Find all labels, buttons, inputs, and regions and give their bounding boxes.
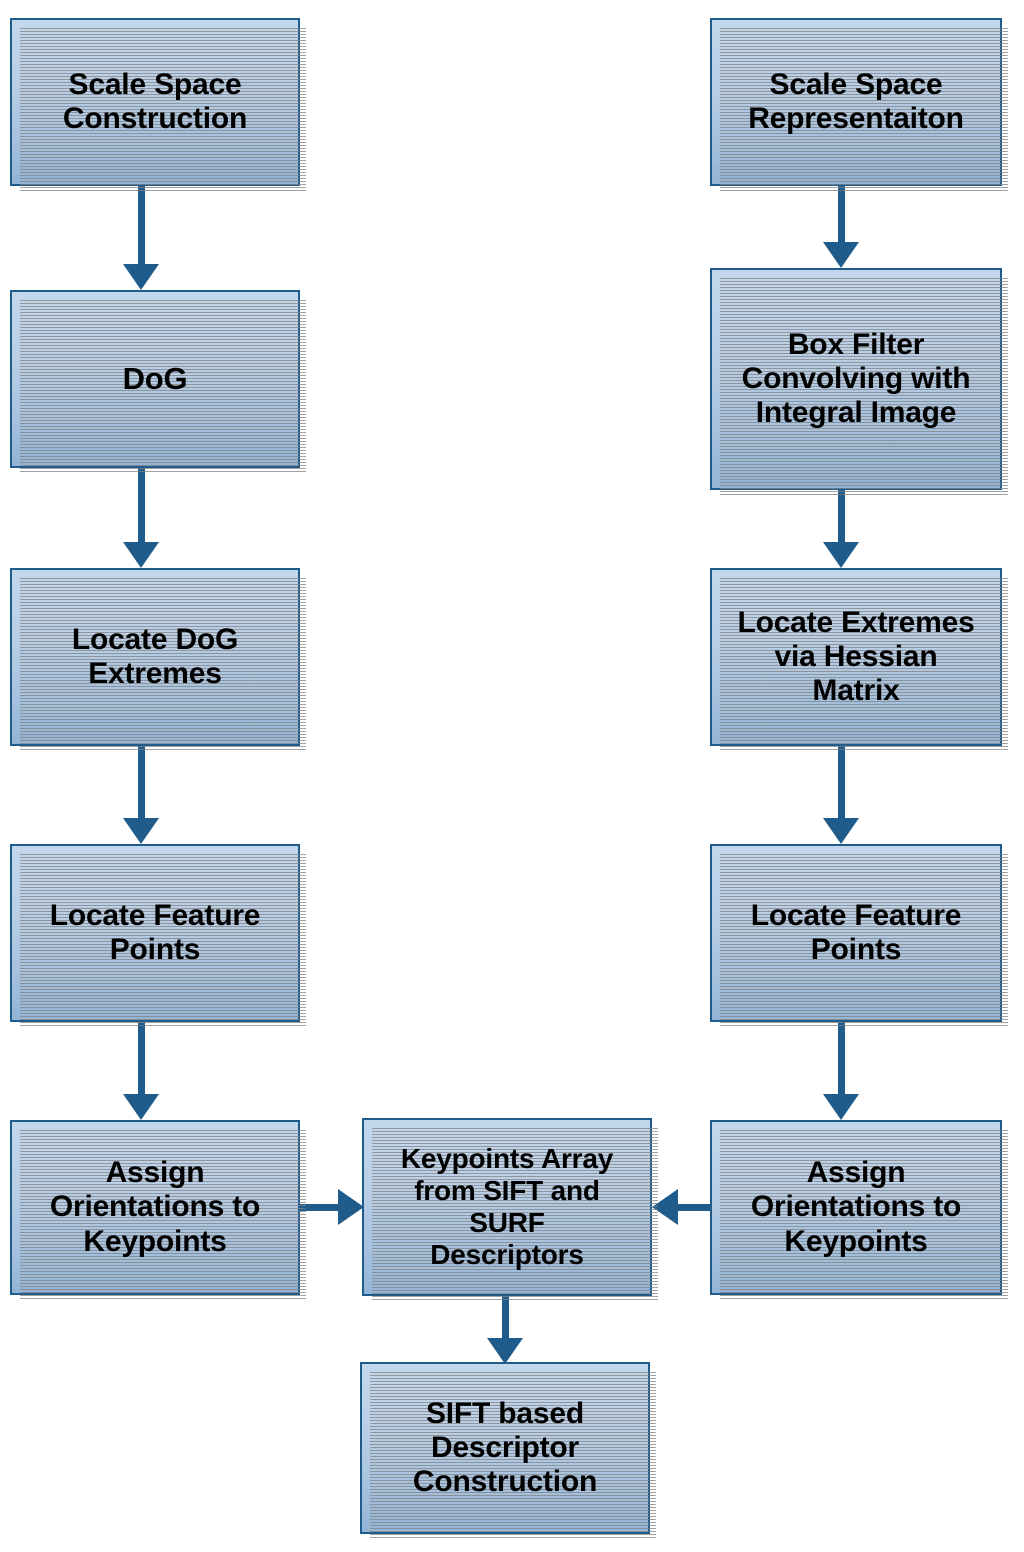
node-sift-locate-feature-points[interactable]: Locate Feature Points	[10, 844, 306, 1028]
arrow-head-down-icon	[123, 542, 159, 568]
arrow-surf-feature-to-assign-orientations	[821, 1022, 861, 1120]
arrow-shaft	[137, 186, 145, 266]
node-sift-assign-orientations[interactable]: Assign Orientations to Keypoints	[10, 1120, 306, 1301]
node-label: Assign Orientations to Keypoints	[750, 1156, 962, 1258]
node-surf-locate-feature-points[interactable]: Locate Feature Points	[710, 844, 1008, 1028]
arrow-shaft	[137, 1022, 145, 1096]
arrow-head-down-icon	[823, 542, 859, 568]
node-surf-assign-orientations[interactable]: Assign Orientations to Keypoints	[710, 1120, 1008, 1301]
arrow-shaft	[137, 468, 145, 544]
node-keypoints-array[interactable]: Keypoints Array from SIFT and SURF Descr…	[362, 1118, 658, 1302]
node-label: Locate Extremes via Hessian Matrix	[737, 605, 975, 708]
node-sift-dog[interactable]: DoG	[10, 290, 306, 474]
node-sift-descriptor-construction[interactable]: SIFT based Descriptor Construction	[360, 1362, 656, 1540]
arrow-scale-space-to-dog	[121, 186, 161, 290]
arrow-shaft	[501, 1296, 509, 1340]
node-label: Locate Feature Points	[49, 898, 261, 966]
arrow-box-filter-to-locate-extremes	[821, 490, 861, 568]
arrow-feature-to-assign-orientations	[121, 1022, 161, 1120]
arrow-keypoints-array-to-descriptor	[485, 1296, 525, 1364]
node-label: Keypoints Array from SIFT and SURF Descr…	[400, 1143, 614, 1270]
arrow-shaft	[137, 746, 145, 820]
arrow-locate-extremes-to-feature	[821, 746, 861, 844]
arrow-head-down-icon	[823, 818, 859, 844]
node-sift-locate-dog-extremes[interactable]: Locate DoG Extremes	[10, 568, 306, 752]
arrow-shaft	[678, 1203, 712, 1211]
arrow-sift-assign-to-keypoints-array	[300, 1187, 364, 1227]
node-label: Scale Space Representaiton	[748, 67, 964, 135]
arrow-surf-assign-to-keypoints-array	[652, 1187, 712, 1227]
arrow-locate-dog-extremes-to-feature	[121, 746, 161, 844]
arrow-shaft	[837, 490, 845, 544]
node-label: Scale Space Construction	[62, 67, 248, 135]
arrow-head-down-icon	[823, 1094, 859, 1120]
node-label: SIFT based Descriptor Construction	[412, 1396, 598, 1499]
arrow-shaft	[837, 746, 845, 820]
arrow-dog-to-locate-dog-extremes	[121, 468, 161, 568]
arrow-shaft	[837, 186, 845, 244]
node-surf-locate-extremes[interactable]: Locate Extremes via Hessian Matrix	[710, 568, 1008, 752]
node-surf-scale-space[interactable]: Scale Space Representaiton	[710, 18, 1008, 192]
node-label: Locate DoG Extremes	[71, 622, 239, 690]
arrow-head-down-icon	[823, 242, 859, 268]
node-label: Locate Feature Points	[750, 898, 962, 966]
arrow-head-down-icon	[123, 1094, 159, 1120]
node-label: Box Filter Convolving with Integral Imag…	[741, 327, 971, 430]
arrow-head-down-icon	[123, 818, 159, 844]
node-label: DoG	[122, 361, 188, 397]
node-surf-box-filter[interactable]: Box Filter Convolving with Integral Imag…	[710, 268, 1008, 496]
arrow-shaft	[837, 1022, 845, 1096]
node-sift-scale-space[interactable]: Scale Space Construction	[10, 18, 306, 192]
arrow-head-down-icon	[123, 264, 159, 290]
arrow-head-down-icon	[487, 1338, 523, 1364]
arrow-head-right-icon	[338, 1189, 364, 1225]
arrow-surf-scale-space-to-box-filter	[821, 186, 861, 268]
arrow-shaft	[300, 1203, 338, 1211]
node-label: Assign Orientations to Keypoints	[49, 1156, 261, 1258]
